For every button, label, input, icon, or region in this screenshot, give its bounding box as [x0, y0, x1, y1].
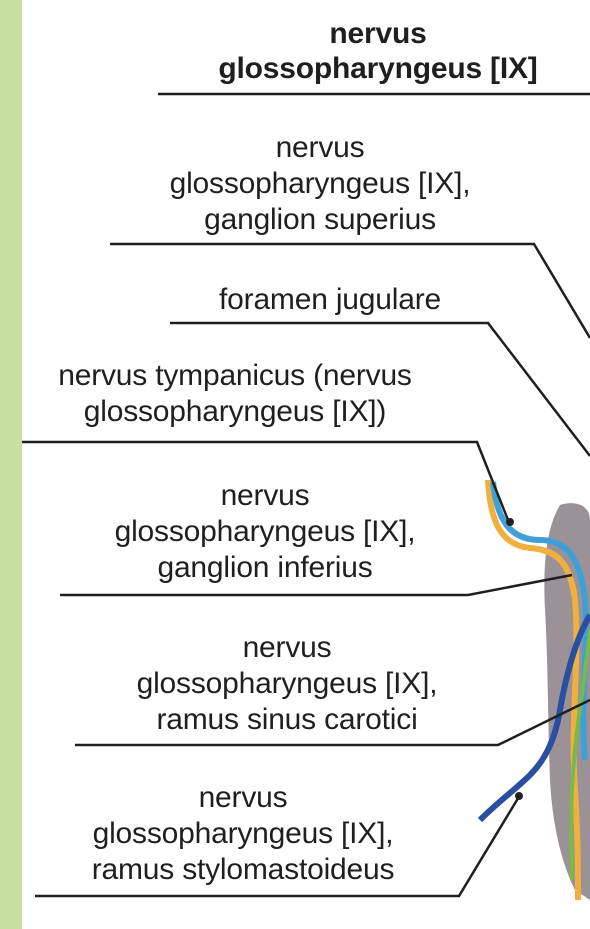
label-ramus-sinus-carotici: nervus glossopharyngeus [IX], ramus sinu…: [72, 630, 502, 738]
label-ramus-stylomastoideus: nervus glossopharyngeus [IX], ramus styl…: [28, 780, 458, 888]
label-nervus-glossopharyngeus: nervus glossopharyngeus [IX]: [168, 16, 588, 86]
label-ganglion-inferius: nervus glossopharyngeus [IX], ganglion i…: [60, 478, 470, 586]
label-nervus-tympanicus: nervus tympanicus (nervus glossopharynge…: [0, 358, 480, 430]
label-foramen-jugulare: foramen jugulare: [170, 282, 490, 318]
label-ganglion-superius: nervus glossopharyngeus [IX], ganglion s…: [95, 130, 545, 238]
